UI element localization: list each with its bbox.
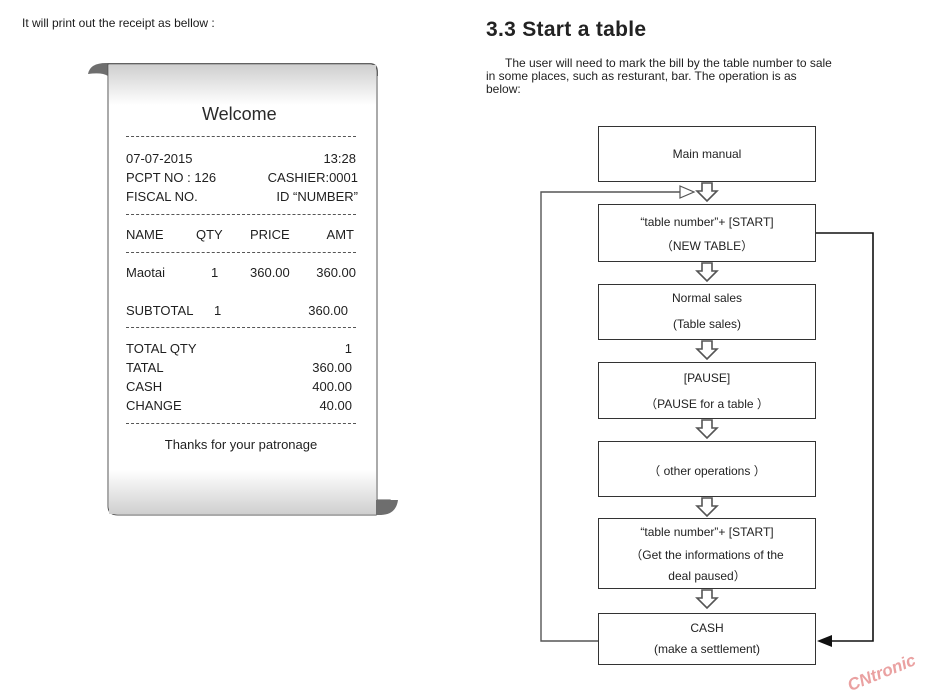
receipt-divider [126,136,356,137]
receipt-subtotal-label: SUBTOTAL [126,303,194,318]
flow-down-arrow [696,340,718,360]
flow-down-arrow [696,182,718,202]
flow-box-label: CASH [690,621,724,635]
receipt-fiscal-id: ID “NUMBER” [276,189,358,204]
flow-box-label: (make a settlement) [653,642,761,656]
flow-box-normal-sales: Normal sales (Table sales) [598,284,816,340]
flow-down-arrow [696,589,718,609]
paragraph-line: in some places, such as resturant, bar. … [486,69,797,83]
flow-box-cash: CASH (make a settlement) [598,613,816,665]
receipt-date: 07-07-2015 [126,151,193,166]
flow-down-arrow [696,497,718,517]
receipt-divider [126,423,356,424]
flow-box-label: Normal sales [671,291,743,305]
receipt-col-name: NAME [126,227,164,242]
flow-box-start-resume: “table number”+ [START] （Get the informa… [598,518,816,589]
flow-down-arrow [696,419,718,439]
flow-box-label: [PAUSE] [683,371,731,385]
receipt-divider [126,252,356,253]
receipt-item-amt: 360.00 [316,265,356,280]
receipt-cash-value: 400.00 [312,379,352,394]
receipt-title: Welcome [202,104,277,124]
receipt-time: 13:28 [323,151,356,166]
direct-cash-arrowhead [817,635,832,647]
receipt-footer: Thanks for your patronage [164,437,318,452]
flow-box-label: “table number”+ [START] [640,215,774,229]
flow-down-arrow [696,262,718,282]
receipt-bottom-curl [376,500,398,515]
receipt-divider [126,214,356,215]
flow-box-main-manual: Main manual [598,126,816,182]
receipt-cashier: CASHIER:0001 [267,170,358,185]
flow-box-label: （PAUSE for a table ） [645,397,769,411]
receipt-cash-label: CASH [126,379,163,394]
flow-box-start-new-table: “table number”+ [START] （NEW TABLE） [598,204,816,262]
receipt-total-qty-label: TOTAL QTY [126,341,197,356]
flow-box-other-operations: （ other operations ） [598,441,816,497]
flow-box-label: deal paused） [668,569,746,583]
section-heading: 3.3 Start a table [486,18,647,41]
flow-box-label: (Table sales) [672,317,742,331]
receipt-intro-text: It will print out the receipt as bellow … [22,16,215,30]
flow-box-pause: [PAUSE] （PAUSE for a table ） [598,362,816,419]
receipt-total-qty-value: 1 [344,341,352,356]
receipt-col-price: PRICE [250,227,290,242]
flow-box-label: （NEW TABLE） [660,239,754,253]
receipt-tatal-label: TATAL [126,360,164,375]
direct-cash-line [816,232,874,642]
flow-box-label: （ other operations ） [648,464,766,478]
receipt-col-qty: QTY [196,227,223,242]
receipt-item-qty: 1 [211,265,219,280]
receipt-item-price: 360.00 [250,265,290,280]
receipt-divider [126,327,356,328]
flow-box-label: （Get the informations of the [630,548,784,562]
receipt-pcpt: PCPT NO : 126 [126,170,217,185]
receipt-change-value: 40.00 [319,398,352,413]
receipt-subtotal-qty: 1 [214,303,222,318]
paragraph-line: The user will need to mark the bill by t… [505,56,832,70]
receipt-subtotal-value: 360.00 [308,303,348,318]
receipt-item-name: Maotai [126,265,166,280]
receipt-change-label: CHANGE [126,398,182,413]
flow-box-label: “table number”+ [START] [640,525,774,539]
loop-back-line [540,191,680,642]
flow-box-label: Main manual [672,147,742,161]
receipt-scroll-graphic [88,63,398,516]
loop-back-arrowhead [679,185,696,199]
section-paragraph: The user will need to mark the bill by t… [486,57,926,96]
receipt-tatal-value: 360.00 [312,360,352,375]
receipt-fiscal: FISCAL NO. [126,189,198,204]
receipt-col-amt: AMT [326,227,354,242]
paragraph-line: below: [486,82,521,96]
